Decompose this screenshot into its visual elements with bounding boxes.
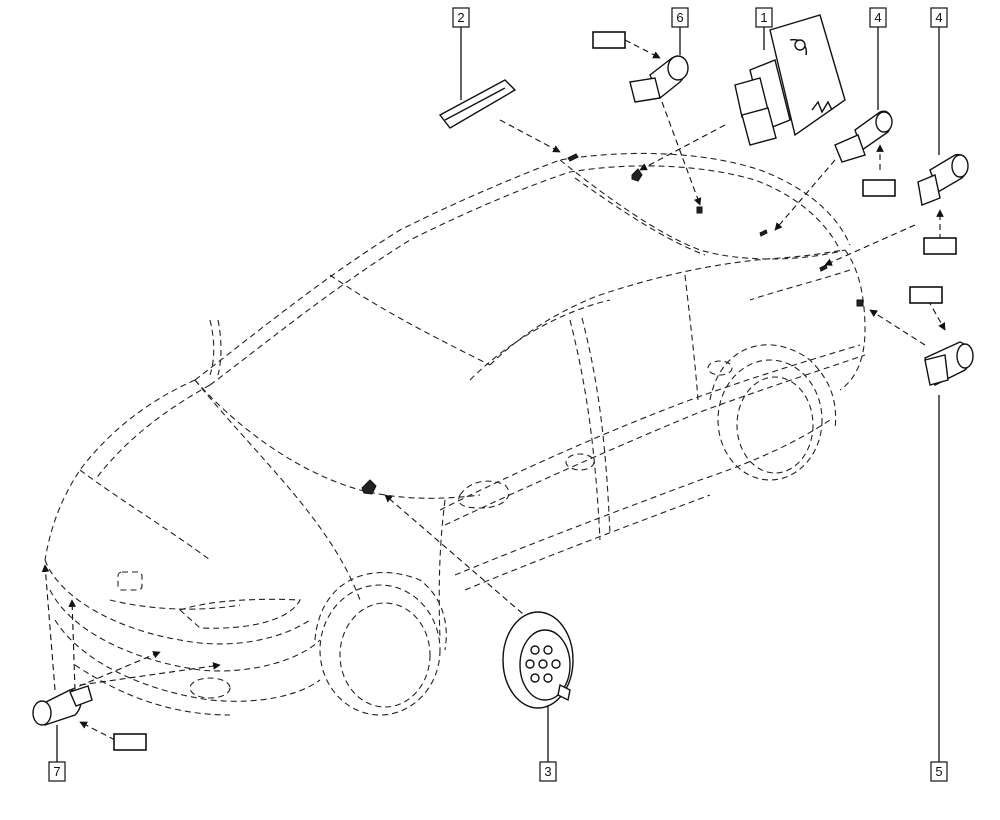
callout-6: 6 [671,7,689,28]
sensor-6-part [629,55,689,103]
sensor-5-part [924,341,974,386]
callout-3: 3 [539,761,557,782]
blank-label-boxes [113,31,957,751]
car-outline [44,152,866,716]
callout-5: 5 [930,761,948,782]
callout-3-number: 3 [544,764,551,779]
callout-4a: 4 [869,7,887,28]
mounting-points [361,153,864,495]
buzzer-part [502,611,574,709]
tag-part [438,79,517,129]
connection-arrows [41,39,946,741]
callout-7-number: 7 [53,764,60,779]
callout-1: 1 [755,7,773,28]
sensor-4a-part [834,110,893,163]
sensor-7-part [32,685,93,726]
callout-2: 2 [452,7,470,28]
callout-2-number: 2 [457,10,464,25]
callout-4b-number: 4 [935,10,942,25]
callout-4a-number: 4 [874,10,881,25]
callout-1-number: 1 [760,10,767,25]
sensor-4b-part [917,154,969,206]
callout-6-number: 6 [676,10,683,25]
leader-lines [56,27,940,762]
callout-7: 7 [48,761,66,782]
control-unit-part [734,14,846,146]
callout-5-number: 5 [935,764,942,779]
callout-4b: 4 [930,7,948,28]
